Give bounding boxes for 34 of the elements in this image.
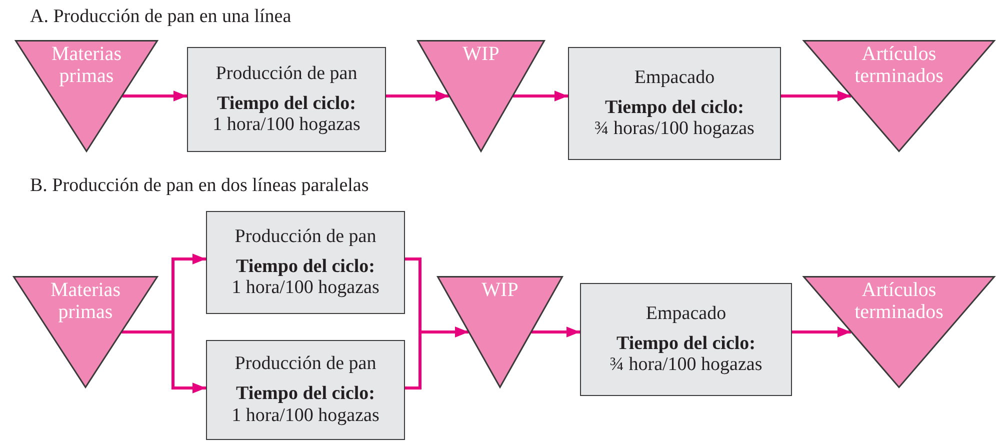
arrow bbox=[781, 90, 851, 102]
cycle-time-heading: Tiempo del ciclo: bbox=[217, 92, 356, 114]
process-name: Producción de pan bbox=[216, 62, 358, 85]
arrow bbox=[532, 326, 580, 338]
process-box bbox=[580, 283, 792, 396]
section-heading: A. Producción de pan en una línea bbox=[30, 6, 292, 28]
inventory-label: Artículos terminados bbox=[854, 43, 944, 87]
process-name: Producción de pan bbox=[234, 226, 376, 248]
cycle-time-value: 1 hora/100 hogazas bbox=[232, 277, 380, 300]
process-box bbox=[206, 211, 405, 314]
inventory-label: WIP bbox=[480, 279, 520, 301]
inventory-label: WIP bbox=[462, 43, 500, 65]
cycle-time-value: 1 hora/100 hogazas bbox=[232, 404, 380, 427]
cycle-time-heading: Tiempo del ciclo: bbox=[616, 332, 756, 354]
arrow bbox=[386, 90, 449, 102]
process-box bbox=[206, 340, 405, 440]
cycle-time-heading: Tiempo del ciclo: bbox=[236, 383, 375, 405]
arrow bbox=[792, 326, 851, 338]
section-heading: B. Producción de pan en dos líneas paralelas bbox=[30, 175, 369, 197]
cycle-time-value: ¾ horas/100 hogazas bbox=[594, 118, 754, 140]
process-name: Empacado bbox=[634, 66, 715, 89]
process-box bbox=[568, 47, 781, 160]
cycle-time-value: 1 hora/100 hogazas bbox=[212, 114, 360, 136]
arrow bbox=[122, 90, 187, 102]
process-name: Producción de pan bbox=[234, 353, 376, 376]
arrow bbox=[513, 90, 568, 102]
process-name: Empacado bbox=[646, 302, 726, 325]
cycle-time-heading: Tiempo del ciclo: bbox=[605, 96, 744, 118]
inventory-label: Materias primas bbox=[50, 279, 122, 323]
cycle-time-heading: Tiempo del ciclo: bbox=[236, 256, 375, 278]
inventory-label: Materias primas bbox=[50, 43, 122, 87]
process-box bbox=[187, 47, 386, 152]
inventory-label: Artículos terminados bbox=[854, 279, 944, 323]
cycle-time-value: ¾ hora/100 hogazas bbox=[610, 354, 762, 376]
